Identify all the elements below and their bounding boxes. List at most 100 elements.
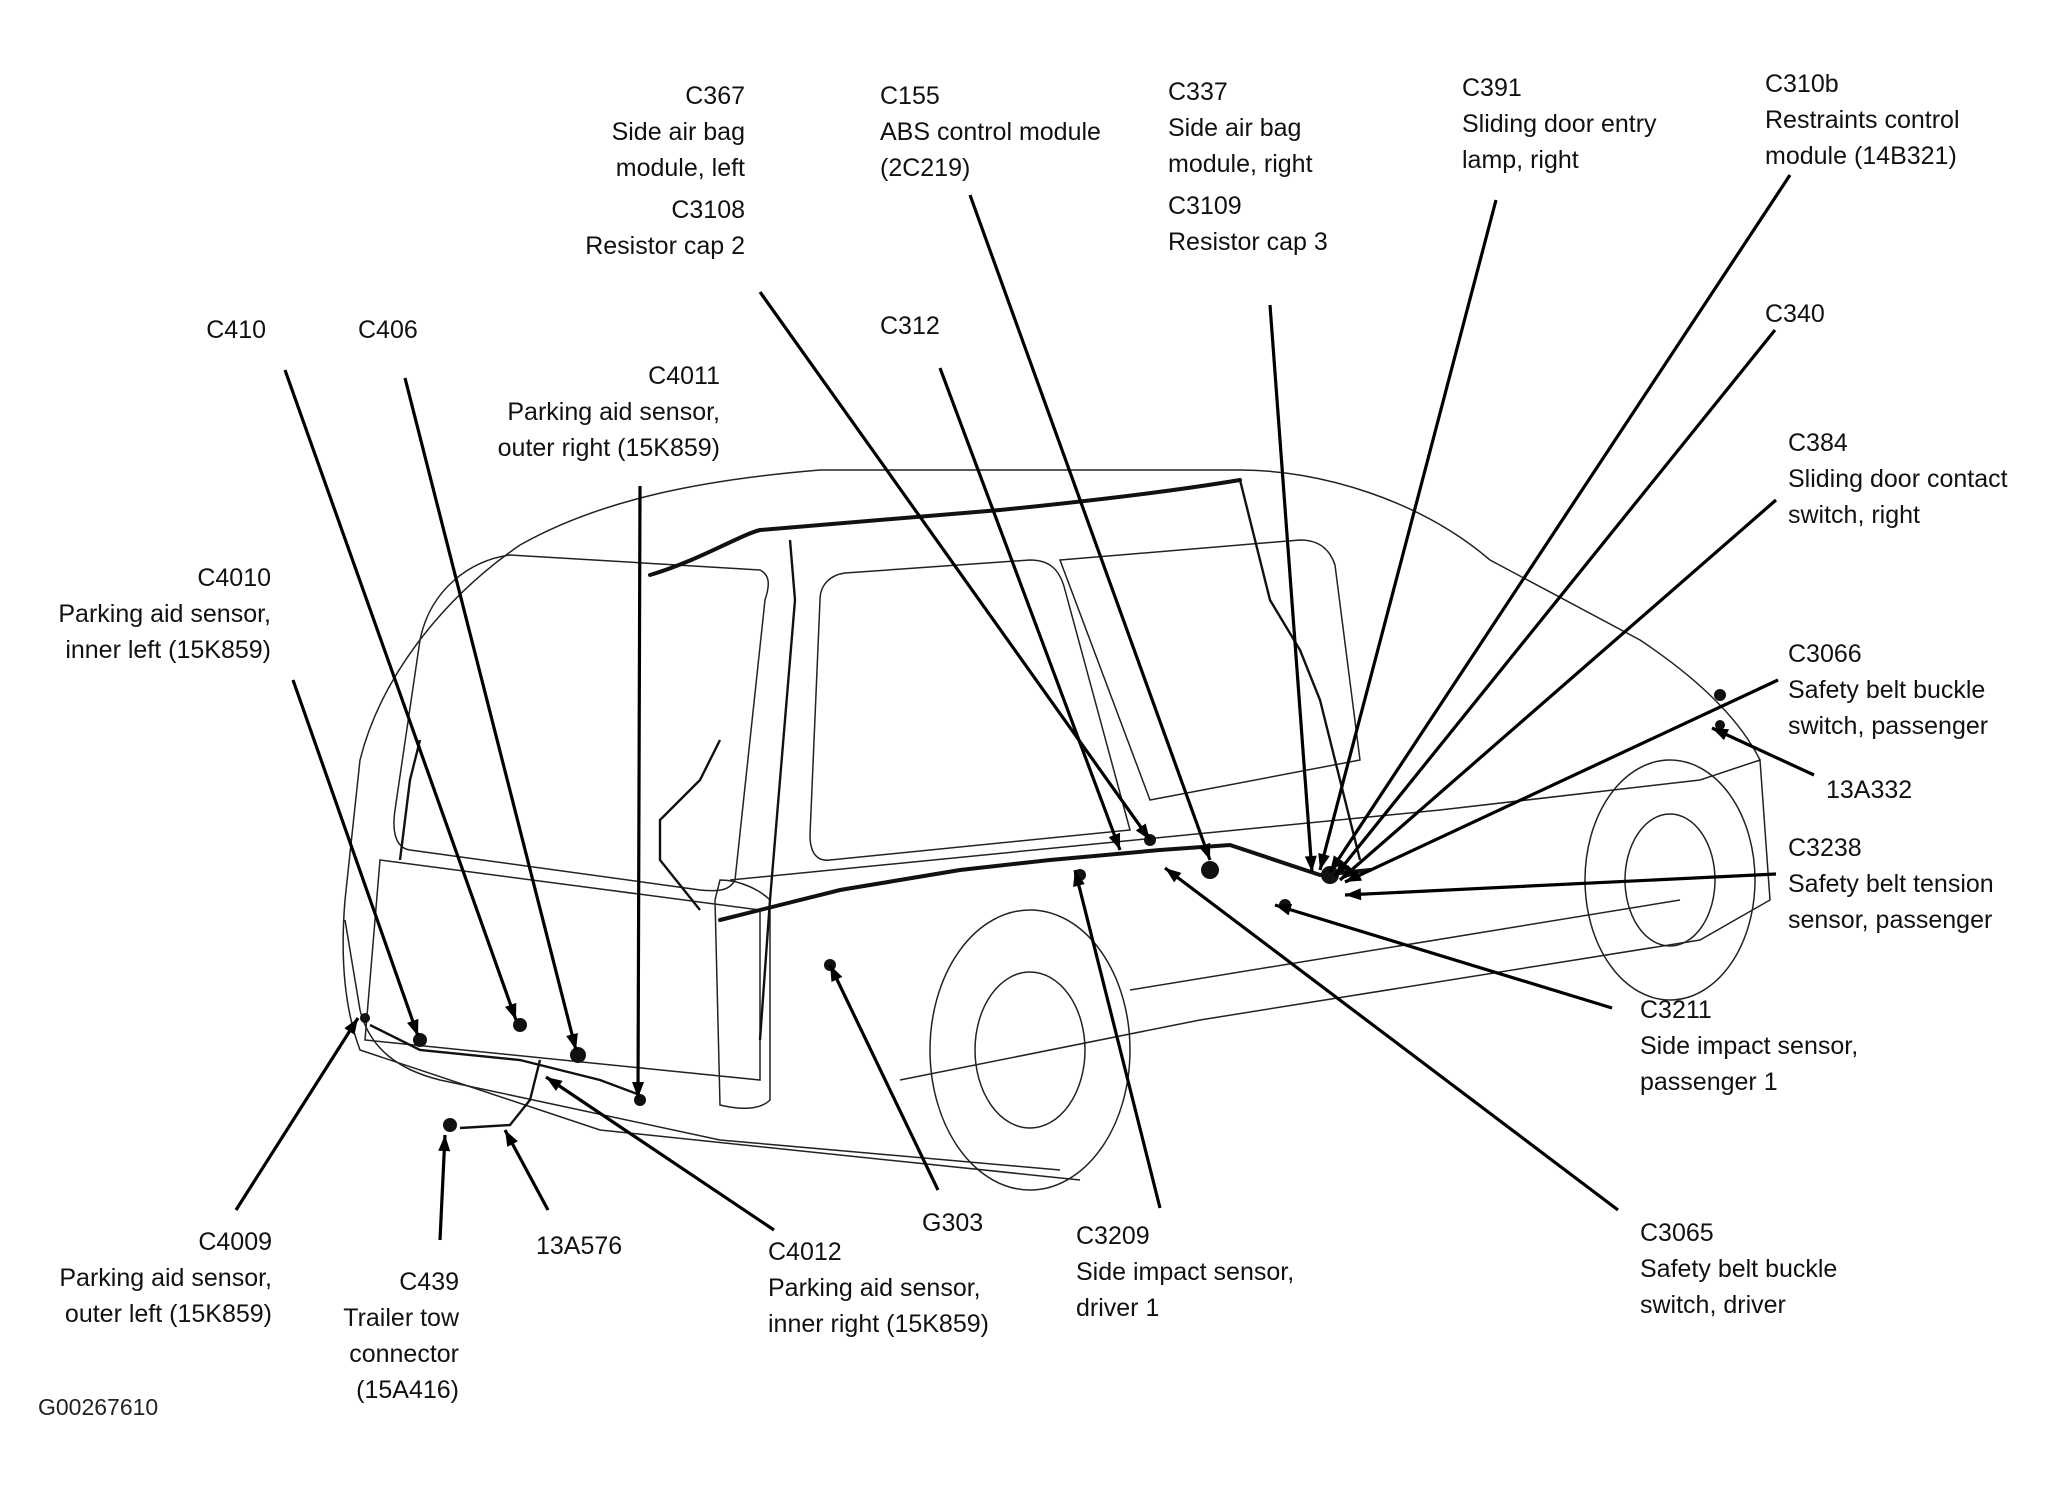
callout-13A332: 13A332 — [1826, 772, 1912, 808]
callout-desc: passenger 1 — [1640, 1068, 1778, 1096]
callout-C3109: C3109 Resistor cap 3 — [1168, 188, 1328, 260]
leader-line-C410 — [283, 369, 518, 1021]
callout-C4012: C4012 Parking aid sensor, inner right (1… — [768, 1234, 989, 1342]
callout-desc: switch, passenger — [1788, 712, 1989, 740]
callout-C4009: C4009 Parking aid sensor, outer left (15… — [59, 1224, 272, 1332]
callout-C310b: C310b Restraints control module (14B321) — [1765, 66, 1960, 174]
arrowhead-C410 — [504, 1002, 517, 1020]
leader-line-C310b — [1328, 174, 1792, 873]
callout-code: C3209 — [1076, 1222, 1150, 1250]
callout-desc: outer right (15K859) — [497, 434, 720, 462]
leader-line-C384 — [1338, 498, 1778, 882]
callout-desc: module, left — [615, 154, 745, 182]
callout-desc: ABS control module — [880, 118, 1101, 146]
callout-desc: Safety belt buckle — [1640, 1255, 1838, 1283]
b-pillar-harness — [1238, 479, 1362, 861]
arrowhead-C4012 — [546, 1077, 563, 1091]
callout-C3066: C3066 Safety belt buckle switch, passeng… — [1788, 636, 1988, 744]
roof-harness — [648, 478, 1242, 577]
callout-C4011: C4011 Parking aid sensor, outer right (1… — [498, 358, 720, 466]
callout-desc: switch, driver — [1640, 1291, 1786, 1319]
van-side-lower — [729, 758, 1771, 1081]
callout-code: C439 — [399, 1268, 459, 1296]
arrowhead-C3065 — [1165, 868, 1182, 883]
callout-C439: C439 Trailer tow connector (15A416) — [343, 1264, 459, 1408]
leader-line-C439 — [438, 1134, 447, 1241]
van-left-body — [342, 544, 1081, 1181]
callout-code: C3109 — [1168, 192, 1242, 220]
callout-13A576: 13A576 — [536, 1228, 622, 1264]
van-liftgate — [364, 859, 761, 1081]
connector-C3065 — [1201, 861, 1219, 879]
callout-desc: Side impact sensor, — [1640, 1032, 1859, 1060]
arrowhead-C155 — [1198, 842, 1211, 860]
callout-desc: module, right — [1168, 150, 1313, 178]
callout-code: 13A576 — [536, 1232, 623, 1260]
callout-code: C4011 — [648, 362, 720, 390]
callout-C3211: C3211 Side impact sensor, passenger 1 — [1640, 992, 1858, 1100]
arrowhead-C3209 — [1073, 870, 1085, 887]
callout-C3065: C3065 Safety belt buckle switch, driver — [1640, 1215, 1837, 1323]
callout-C340: C340 — [1765, 296, 1825, 332]
callout-code: C4009 — [198, 1228, 272, 1256]
figure-id: G00267610 — [38, 1394, 159, 1420]
leader-line-C3238 — [1344, 872, 1777, 897]
arrowhead-13A332 — [1712, 728, 1730, 741]
callout-desc: Parking aid sensor, — [768, 1274, 981, 1302]
liftgate-harness — [369, 1023, 641, 1097]
callout-code: C367 — [685, 82, 745, 110]
wiring-harness — [369, 478, 1372, 1130]
callout-code: C4012 — [768, 1238, 842, 1266]
arrowhead-G303 — [830, 965, 843, 983]
callout-desc: inner left (15K859) — [65, 636, 271, 664]
arrowhead-C4009 — [344, 1018, 358, 1035]
callout-code: C312 — [880, 312, 940, 340]
callout-C3209: C3209 Side impact sensor, driver 1 — [1076, 1218, 1294, 1326]
arrowhead-C367-C3108 — [1135, 823, 1150, 840]
arrowhead-C3066 — [1345, 869, 1363, 882]
callout-C410: C410 — [206, 312, 266, 348]
leader-line-C155 — [968, 194, 1212, 861]
callout-code: 13A332 — [1826, 776, 1913, 804]
callout-desc: sensor, passenger — [1788, 906, 1993, 934]
callout-desc: outer left (15K859) — [64, 1300, 272, 1328]
leader-line-C4010 — [291, 679, 420, 1037]
callout-code: C384 — [1788, 429, 1848, 457]
van-side-window-2 — [1058, 539, 1361, 801]
callout-code: C3108 — [671, 196, 745, 224]
callout-C384: C384 Sliding door contact switch, right — [1788, 425, 2008, 533]
callout-G303: G303 — [922, 1205, 983, 1241]
van-rear-quarter — [714, 879, 771, 1110]
arrowhead-C310b — [1330, 855, 1344, 872]
leader-line-C367-C3108 — [758, 291, 1152, 841]
arrowhead-C4010 — [407, 1018, 419, 1036]
connector-C4011 — [634, 1094, 646, 1106]
callout-code: C406 — [358, 316, 418, 344]
callout-desc: module (14B321) — [1765, 142, 1957, 170]
arrowhead-C384 — [1340, 864, 1357, 880]
leader-line-C4009 — [234, 1017, 360, 1211]
leader-line-13A332 — [1711, 726, 1815, 777]
connector-C439 — [443, 1118, 457, 1132]
callout-code: C4010 — [197, 564, 271, 592]
callout-desc: Resistor cap 3 — [1168, 228, 1328, 256]
arrowhead-C3211 — [1275, 903, 1293, 916]
leader-line-C391 — [1318, 199, 1498, 871]
arrowhead-C3238 — [1345, 888, 1362, 901]
leader-line-C3066 — [1344, 678, 1779, 884]
leader-line-C312 — [938, 367, 1122, 851]
callout-C406: C406 — [358, 312, 418, 348]
callout-code: C410 — [206, 316, 266, 344]
callout-desc: Side air bag — [611, 118, 745, 146]
leader-line-G303 — [828, 964, 940, 1191]
rear-window-harness — [398, 739, 422, 861]
leader-line-C337-C3109 — [1268, 304, 1314, 873]
callout-desc: inner right (15K859) — [768, 1310, 989, 1338]
trailer-harness — [459, 1059, 542, 1130]
callout-desc: Trailer tow — [343, 1304, 459, 1332]
van-body-outline — [342, 469, 1771, 1191]
callout-desc: (15A416) — [356, 1376, 459, 1404]
connector-restraints-cluster — [1321, 866, 1339, 884]
quarter-harness — [658, 739, 722, 911]
